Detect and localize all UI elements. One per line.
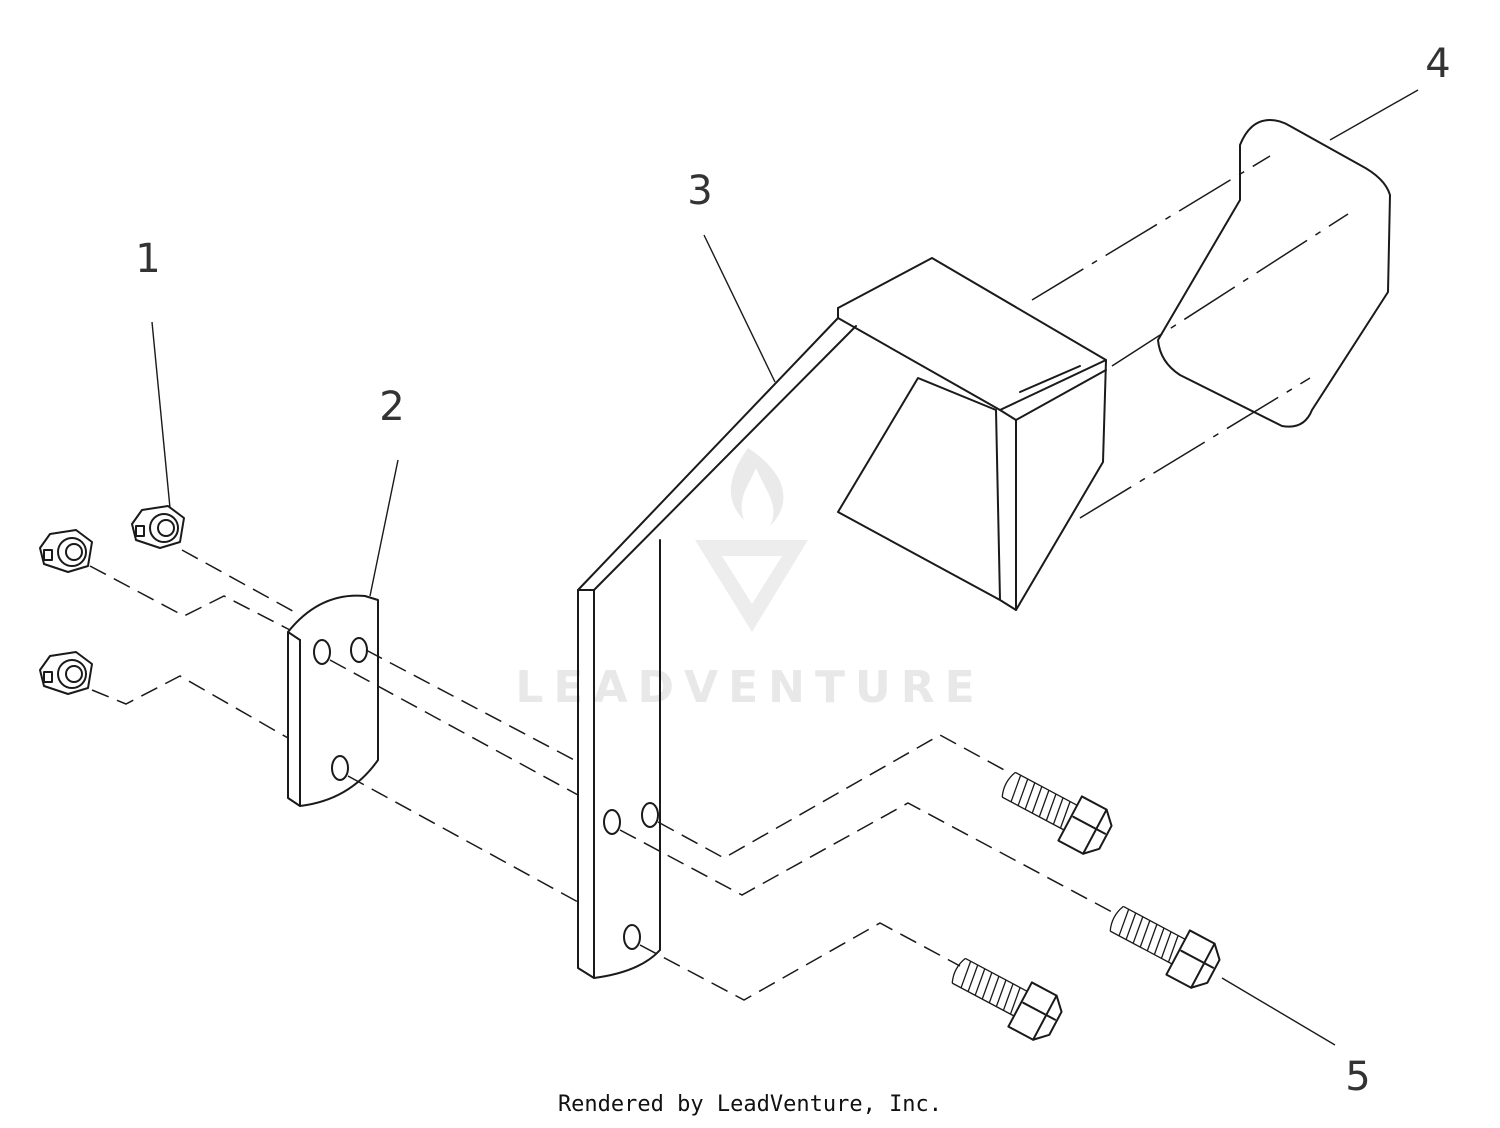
render-credit: Rendered by LeadVenture, Inc.: [557, 1092, 943, 1117]
watermark-text: LEADVENTURE: [515, 662, 984, 713]
hex-bolt-3: [951, 957, 1063, 1041]
hex-nut-1: [131, 505, 185, 549]
leader-lines: [151, 89, 1419, 1046]
hex-bolt-1: [1001, 771, 1113, 855]
callout-5: 5: [1345, 1054, 1370, 1100]
callout-4: 4: [1425, 41, 1450, 87]
hex-bolt-2: [1109, 905, 1221, 989]
callout-1: 1: [135, 236, 160, 282]
bumper-bracket: [577, 257, 1107, 979]
rubber-pad: [1157, 119, 1391, 428]
backing-plate: [287, 594, 379, 807]
assembly-lines: [89, 155, 1349, 1001]
callout-3: 3: [687, 168, 712, 214]
callout-2: 2: [379, 384, 404, 430]
hex-nut-3: [39, 651, 93, 695]
watermark-logo: LEADVENTURE: [515, 448, 984, 713]
hex-nut-2: [39, 529, 93, 573]
